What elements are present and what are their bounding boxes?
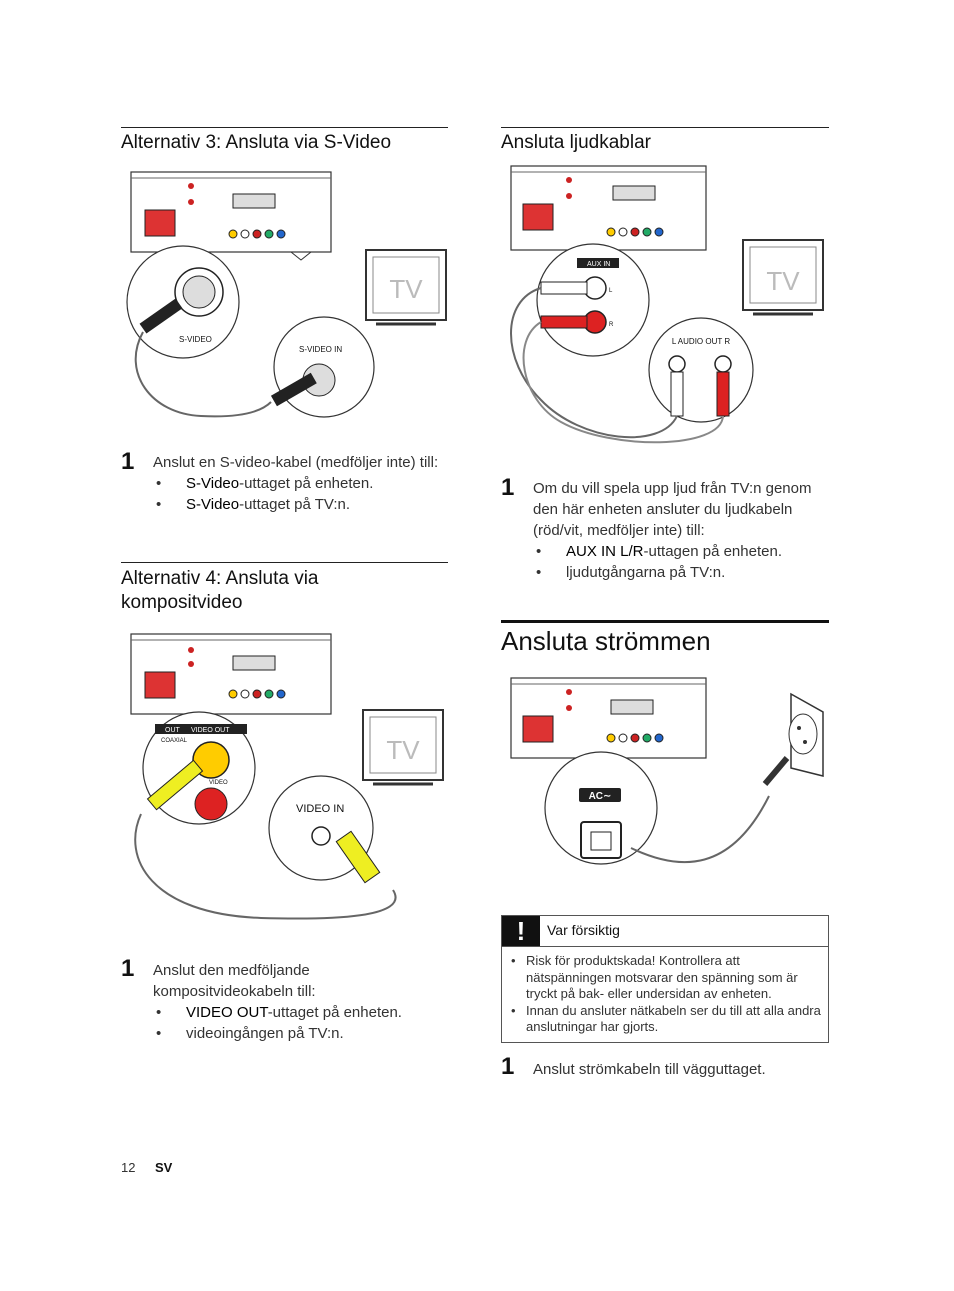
device-back-panel (130, 633, 332, 715)
bullet-item: ljudutgångarna på TV:n. (533, 562, 825, 583)
bullet-keyword: S-Video (186, 475, 240, 492)
heading-svideo: Alternativ 3: Ansluta via S-Video (121, 132, 392, 153)
step-number: 1 (501, 1053, 515, 1080)
heading-audio: Ansluta ljudkablar (501, 132, 651, 153)
out-label: OUT (165, 727, 181, 734)
step-text: Anslut den medföljande kompositvideokabe… (153, 960, 443, 1044)
video-in-label: VIDEO IN (296, 803, 344, 815)
bullet-keyword: S-Video (186, 496, 240, 513)
composite-connection-figure: TV OUT VIDEO OUT COAXIAL VIDEO VIDEO IN (130, 633, 444, 920)
svideo-connection-figure: TV S-VIDEO S-VIDEO IN (126, 171, 447, 418)
coaxial-label: COAXIAL (161, 738, 188, 744)
power-plug-icon (762, 756, 790, 786)
device-back-panel (130, 171, 332, 261)
section-rule (501, 127, 829, 128)
audio-out-label: L AUDIO OUT R (672, 337, 730, 346)
chapter-rule (501, 620, 829, 623)
step-bullets: VIDEO OUT-uttaget på enheten. videoingån… (153, 1002, 443, 1044)
caution-list: Risk för produktskada! Kontrollera att n… (510, 953, 822, 1036)
bullet-rest: videoingången på TV:n. (186, 1025, 344, 1042)
bullet-item: S-Video-uttaget på TV:n. (153, 494, 443, 515)
step-text: Anslut en S-video-kabel (medföljer inte)… (153, 452, 443, 515)
bullet-item: AUX IN L/R-uttagen på enheten. (533, 541, 825, 562)
step-instruction: Anslut en S-video-kabel (medföljer inte)… (153, 454, 439, 471)
section-rule (121, 562, 448, 563)
wall-socket-icon (788, 692, 824, 777)
bullet-rest: -uttagen på enheten. (643, 543, 782, 560)
step-bullets: AUX IN L/R-uttagen på enheten. ljudutgån… (533, 541, 825, 583)
zoom-circle-tv (648, 317, 754, 423)
tv-label: TV (766, 266, 800, 296)
left-channel-label: L (609, 288, 613, 294)
zoom-circle-device (544, 751, 658, 865)
caution-item: Risk för produktskada! Kontrollera att n… (510, 953, 822, 1003)
svideo-tv-label: S-VIDEO IN (299, 345, 342, 354)
ac-label: AC∼ (589, 791, 612, 802)
exclamation-icon: ! (502, 916, 540, 946)
tv-icon: TV (365, 249, 447, 326)
bullet-keyword: AUX IN L/R (566, 543, 644, 560)
step-number: 1 (121, 955, 135, 982)
tv-icon: TV (742, 239, 824, 316)
bullet-rest: -uttaget på enheten. (239, 475, 374, 492)
page-number: 12 (121, 1160, 136, 1175)
tv-label: TV (389, 274, 423, 304)
caution-header: ! Var försiktig (502, 916, 829, 947)
power-connection-figure: AC∼ (510, 677, 824, 865)
bullet-item: VIDEO OUT-uttaget på enheten. (153, 1002, 443, 1023)
svideo-cable (134, 331, 272, 418)
bullet-rest: ljudutgångarna på TV:n. (566, 564, 726, 581)
step-number: 1 (501, 474, 515, 501)
aux-in-label: AUX IN (587, 261, 610, 268)
bullet-item: videoingången på TV:n. (153, 1023, 443, 1044)
step-instruction: Anslut strömkabeln till vägguttaget. (533, 1061, 766, 1078)
heading-composite: Alternativ 4: Ansluta via kompositvideo (121, 568, 319, 613)
audio-connection-figure: TV AUX IN L R L AUDIO OUT R (510, 165, 824, 444)
step-instruction: Anslut den medföljande kompositvideokabe… (153, 962, 316, 1000)
step-bullets: S-Video-uttaget på enheten. S-Video-utta… (153, 473, 443, 515)
right-channel-label: R (609, 322, 614, 328)
tv-icon: TV (362, 709, 444, 786)
section-rule (121, 127, 448, 128)
audio-cable-white (510, 287, 678, 439)
device-back-panel (510, 165, 707, 251)
caution-box: ! Var försiktig Risk för produktskada! K… (501, 915, 829, 1043)
bullet-rest: -uttaget på TV:n. (239, 496, 350, 513)
composite-cable (134, 813, 397, 920)
step-text: Om du vill spela upp ljud från TV:n geno… (533, 478, 825, 583)
language-code: SV (155, 1160, 173, 1175)
svideo-device-label: S-VIDEO (179, 335, 212, 344)
bullet-rest: -uttaget på enheten. (267, 1004, 402, 1021)
power-cable (630, 795, 770, 864)
step-number: 1 (121, 448, 135, 475)
tv-label: TV (386, 735, 420, 765)
heading-power: Ansluta strömmen (501, 626, 711, 656)
video-label: VIDEO (209, 780, 228, 786)
bullet-keyword: VIDEO OUT (186, 1004, 268, 1021)
device-back-panel (510, 677, 707, 759)
caution-item: Innan du ansluter nätkabeln ser du till … (510, 1003, 822, 1036)
video-out-label: VIDEO OUT (191, 727, 230, 734)
audio-cable-red (522, 321, 724, 444)
caution-title: Var försiktig (547, 922, 620, 938)
bullet-item: S-Video-uttaget på enheten. (153, 473, 443, 494)
step-instruction: Om du vill spela upp ljud från TV:n geno… (533, 480, 812, 539)
